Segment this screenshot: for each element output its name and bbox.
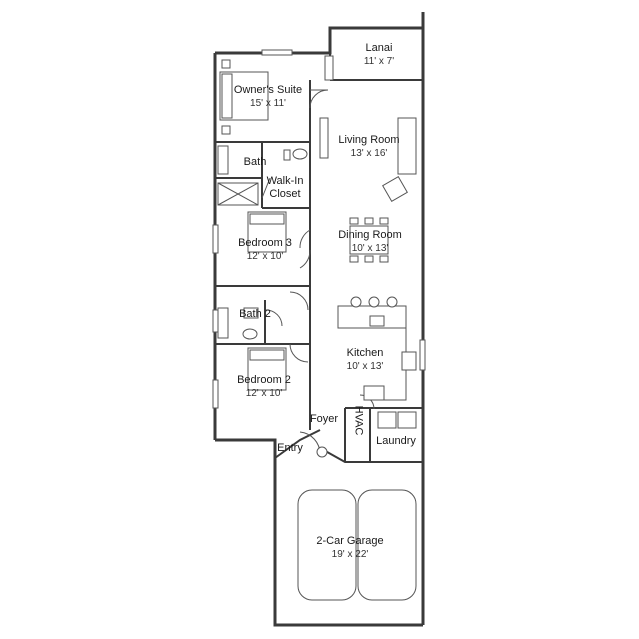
hvac-label: HVAC — [352, 406, 365, 436]
owners-suite-name: Owner's Suite — [233, 84, 303, 96]
kitchen-label: Kitchen 10' x 13' — [347, 347, 384, 373]
owners-suite-dim: 15' x 11' — [250, 98, 286, 109]
garage-dim: 19' x 22' — [331, 549, 369, 560]
garage-label: 2-Car Garage 19' x 22' — [316, 535, 383, 561]
walk-in-closet-label: Walk-In Closet — [267, 175, 304, 201]
bedroom-3-label: Bedroom 3 12' x 10' — [238, 237, 292, 263]
walk-in-closet-line1: Walk-In — [266, 175, 304, 187]
laundry-label: Laundry — [376, 435, 416, 448]
bedroom-2-label: Bedroom 2 12' x 10' — [237, 374, 291, 400]
fixtures — [217, 59, 417, 601]
foyer-label: Foyer — [310, 413, 338, 426]
dining-room-name: Dining Room — [338, 229, 402, 241]
kitchen-name: Kitchen — [346, 347, 384, 359]
bath-name: Bath — [243, 156, 267, 168]
bath-2-label: Bath 2 — [239, 308, 271, 321]
kitchen-dim: 10' x 13' — [346, 361, 384, 372]
dining-room-label: Dining Room 10' x 13' — [338, 229, 402, 255]
lanai-dim: 11' x 7' — [363, 56, 395, 67]
garage-name: 2-Car Garage — [316, 535, 384, 547]
bedroom-2-name: Bedroom 2 — [237, 374, 291, 386]
living-room-name: Living Room — [338, 134, 400, 146]
exterior-walls — [213, 12, 425, 627]
owners-suite-label: Owner's Suite 15' x 11' — [234, 84, 302, 110]
entry-name: Entry — [277, 442, 303, 454]
foyer-name: Foyer — [309, 413, 339, 425]
laundry-name: Laundry — [376, 435, 416, 447]
lanai-name: Lanai — [365, 42, 393, 54]
hvac-name: HVAC — [352, 405, 365, 436]
lanai-label: Lanai 11' x 7' — [364, 42, 394, 68]
bath-label: Bath — [244, 156, 267, 169]
living-room-dim: 13' x 16' — [350, 148, 388, 159]
windows — [212, 49, 426, 409]
bedroom-3-name: Bedroom 3 — [238, 237, 292, 249]
bath-2-name: Bath 2 — [239, 308, 271, 320]
living-room-label: Living Room 13' x 16' — [338, 134, 399, 160]
walk-in-closet-line2: Closet — [269, 188, 301, 200]
dining-room-dim: 10' x 13' — [351, 243, 389, 254]
bedroom-2-dim: 12' x 10' — [245, 388, 283, 399]
bedroom-3-dim: 12' x 10' — [246, 251, 284, 262]
entry-label: Entry — [277, 442, 303, 455]
